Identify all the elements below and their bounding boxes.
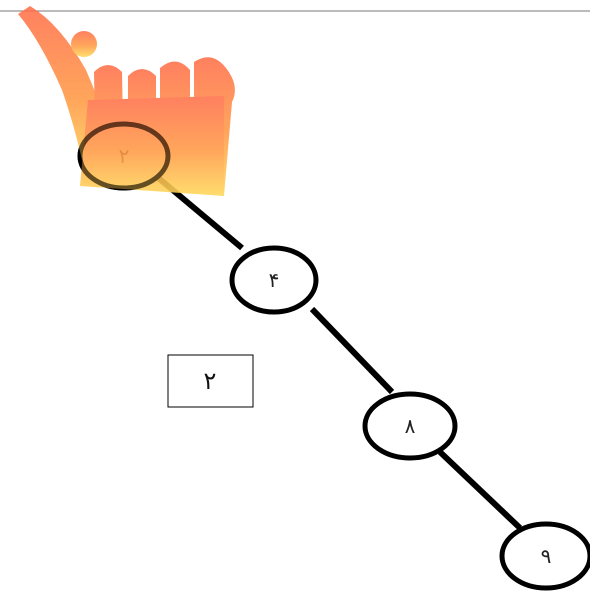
node-label: ۹ <box>541 544 552 568</box>
edge-8-9 <box>437 449 523 531</box>
value-input-text: ۲ <box>204 367 217 395</box>
tree-node[interactable]: ۸ <box>362 391 458 461</box>
node-label: ۴ <box>269 268 280 292</box>
node-label: ۸ <box>405 414 416 438</box>
value-input-box[interactable]: ۲ <box>167 354 254 408</box>
tree-edges <box>154 173 523 531</box>
value-input-frame[interactable] <box>167 354 254 408</box>
node-circle[interactable] <box>229 245 319 315</box>
pointing-hand-icon <box>18 6 235 197</box>
edge-4-8 <box>309 306 395 395</box>
tree-node[interactable]: ۴ <box>229 245 319 315</box>
tree-node[interactable]: ۹ <box>499 521 590 591</box>
node-circle[interactable] <box>499 521 590 591</box>
node-circle[interactable] <box>362 391 458 461</box>
